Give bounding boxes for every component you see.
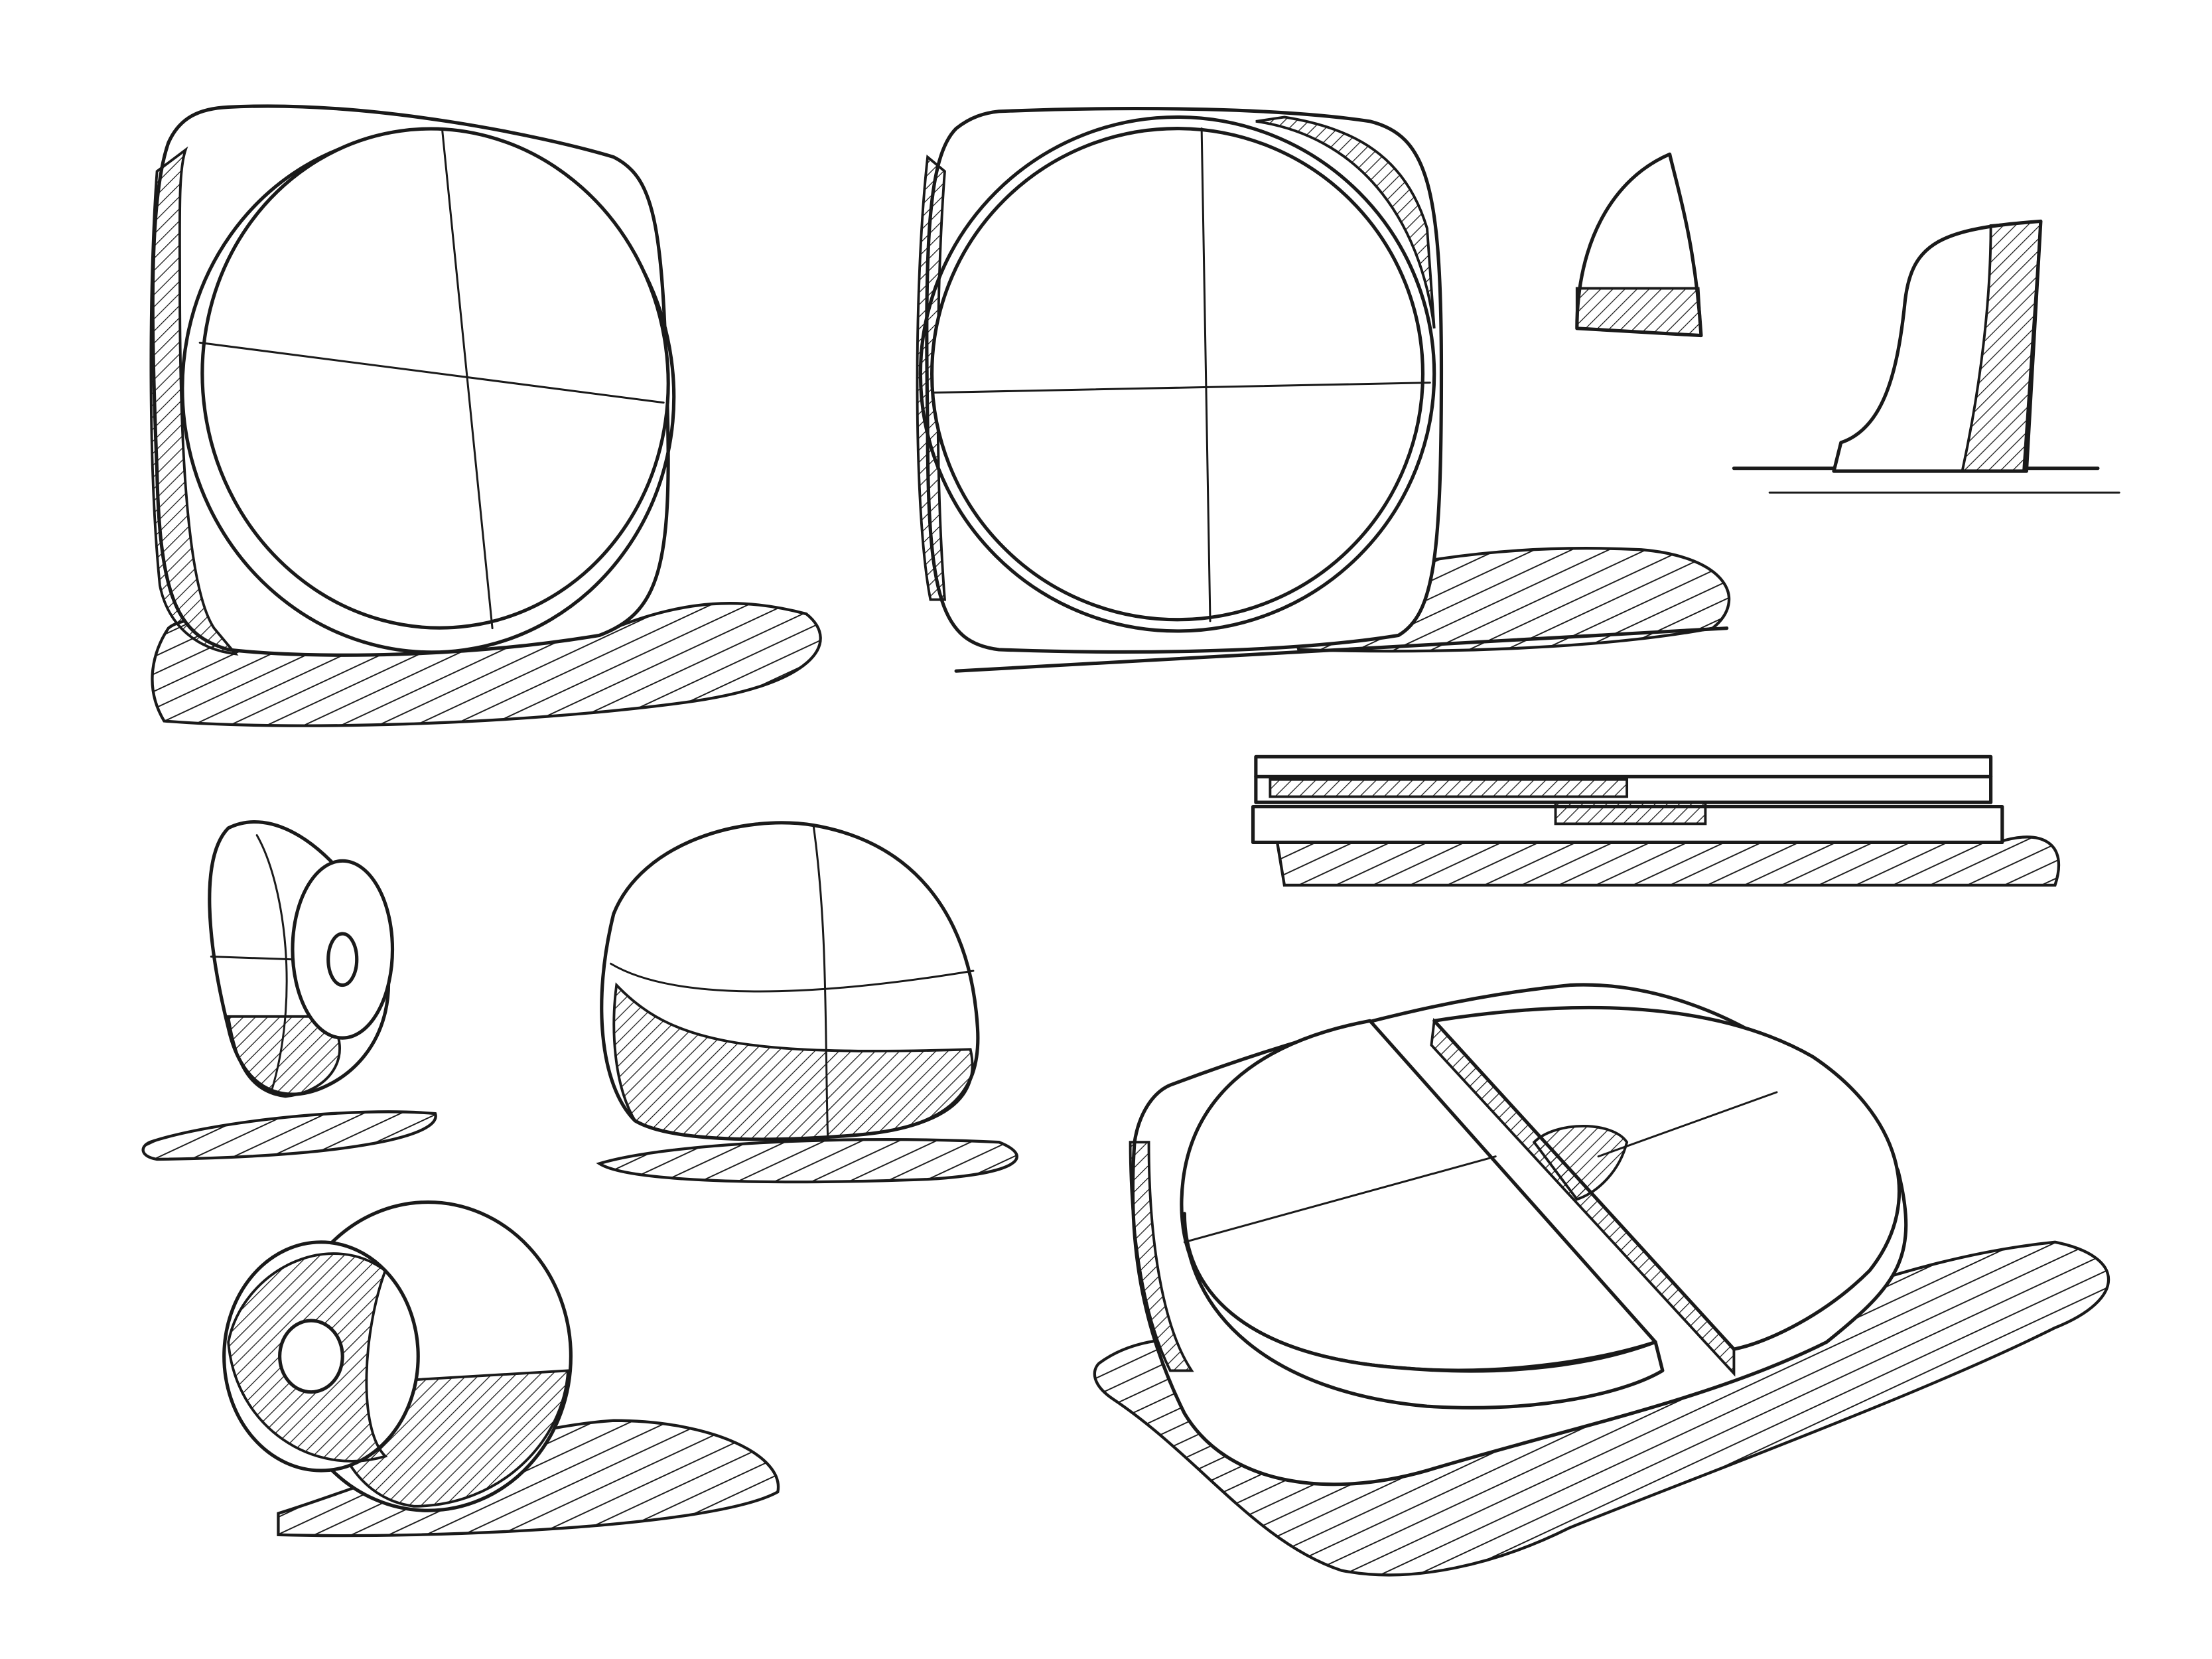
base-edge-hatch (1129, 1141, 1194, 1372)
egg-sketch (141, 820, 437, 1161)
hole-cutout (1532, 1125, 1629, 1201)
cross-line (198, 341, 665, 404)
top-plate (1254, 755, 1993, 778)
profile-base (1575, 287, 1703, 337)
speaker-driver (200, 127, 670, 630)
speaker-rim (918, 115, 1436, 633)
layered-side-view-sketch (1251, 755, 2060, 887)
stand-back-face (1961, 220, 2042, 472)
right-half-disk (1432, 1005, 1901, 1351)
shadow (596, 1137, 1018, 1184)
connector-lower (1554, 805, 1707, 826)
rim-hatch (1255, 115, 1436, 329)
profile-sketch-small (1575, 152, 1703, 338)
middle-hatch (1269, 778, 1629, 798)
ring-outer (291, 859, 395, 1040)
cross-line (1200, 127, 1211, 622)
ring-inner (326, 932, 359, 987)
egg-contour (210, 834, 294, 1094)
dome-hatch (612, 982, 974, 1141)
ring-inner (278, 1319, 344, 1394)
shadow (1275, 835, 2060, 887)
stand-profile-sketch (1732, 219, 2120, 494)
egg-hatch (226, 1015, 341, 1098)
cross-line (441, 130, 494, 630)
dome-sketch (596, 821, 1018, 1184)
shadow (141, 1110, 437, 1161)
speaker-sketch-front (916, 107, 1731, 673)
speaker-sketch-angled (149, 104, 822, 727)
cross-line (1597, 1091, 1778, 1158)
speaker-driver (930, 127, 1425, 622)
left-disk-side (1182, 1212, 1665, 1409)
sphere-sketch (222, 1200, 780, 1538)
split-disk-sketch (1093, 983, 2110, 1577)
dome-contour (610, 824, 975, 1136)
speaker-side-edge (149, 146, 239, 656)
cross-line (1183, 1155, 1497, 1244)
cross-line (933, 382, 1431, 394)
